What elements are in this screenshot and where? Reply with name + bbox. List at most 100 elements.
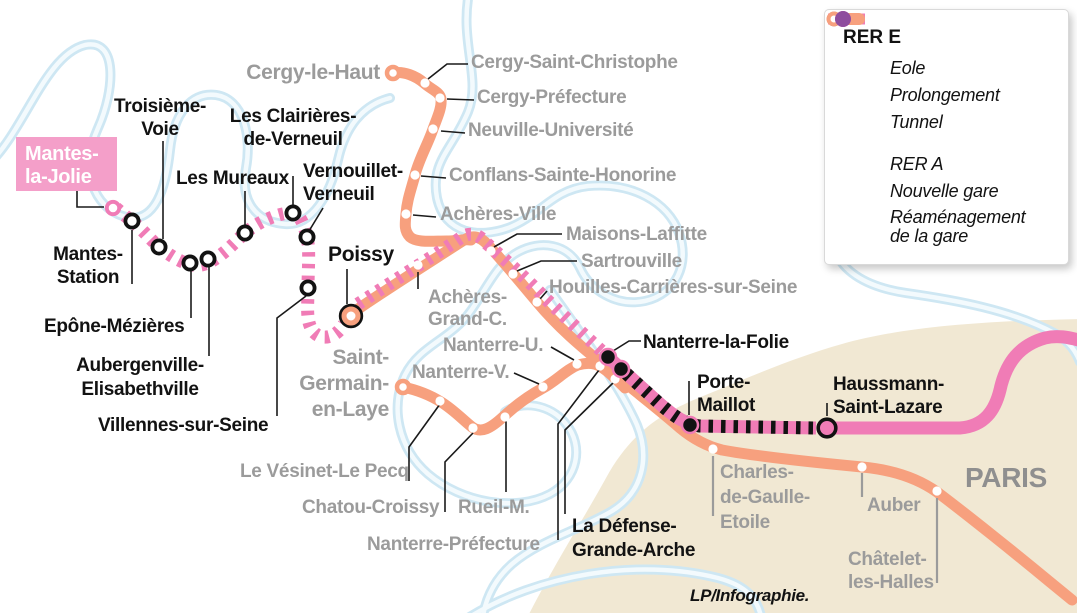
label-credit: LP/Infographie. (690, 586, 810, 605)
label-cergy-saint-christophe: Cergy-Saint-Christophe (471, 52, 678, 73)
leader-nanterre-la-folie (612, 340, 641, 352)
label-haussmann: Haussmann-Saint-Lazare (833, 374, 944, 418)
label-nanterre-u: Nanterre-U. (443, 335, 543, 356)
legend-title: RER E (843, 27, 902, 48)
station-marker-maisons-laffitte (486, 246, 496, 256)
leader-neuville (440, 130, 466, 134)
station-marker-sartrouville (508, 269, 518, 279)
label-text-chatelet: Châtelet- (848, 549, 927, 570)
label-text-porte-maillot: Maillot (697, 395, 756, 416)
label-text-rueil: Rueil-M. (458, 497, 530, 518)
leader-nanterre-v (513, 372, 540, 385)
label-text-aubergenville: Elisabethville (81, 379, 198, 400)
label-saint-germain: Saint-Germain-en-Laye (299, 346, 389, 421)
legend-item-tunnel: Tunnel (828, 13, 1068, 133)
label-nanterre-prefecture: Nanterre-Préfecture (367, 534, 540, 555)
mantes-la-jolie-box (16, 137, 117, 191)
label-text-villennes: Villennes-sur-Seine (98, 415, 268, 436)
label-text-cdg-etoile: Etoile (720, 512, 770, 533)
station-marker-villennes-sur-seine (299, 279, 317, 297)
station-marker-epone-mezieres (181, 254, 199, 272)
legend-item-rer-a: RER A (826, 11, 1068, 175)
legend-item-prolongement: Prolongement (828, 13, 1068, 106)
station-marker-chatelet-les-halles (932, 486, 942, 496)
label-auber: Auber (867, 495, 922, 516)
label-nanterre-la-folie: Nanterre-la-Folie (643, 332, 789, 353)
station-marker-mantes-la-jolie (104, 199, 122, 217)
station-marker-les-clairieres-de-verneuil (284, 204, 302, 222)
leader-lines (76, 63, 939, 583)
label-text-les-clairieres: de-Verneuil (243, 129, 342, 150)
station-marker-le-vesinet-le-pecq (435, 396, 445, 406)
label-text-conflans: Conflans-Sainte-Honorine (449, 165, 676, 186)
label-paris: PARIS (965, 462, 1047, 493)
label-cdg-etoile: Charles-de-Gaulle-Etoile (720, 462, 810, 533)
station-marker-rueil-malmaison (500, 412, 510, 422)
station-marker-nanterre-universite (572, 359, 582, 369)
legend-item-label: Prolongement (890, 85, 1000, 105)
eole-existing-line (822, 330, 1077, 435)
label-text-haussmann: Saint-Lazare (833, 397, 942, 418)
leader-vesinet (408, 403, 441, 481)
station-marker-acheres-ville (401, 209, 411, 219)
label-porte-maillot: Porte-Maillot (697, 372, 756, 416)
legend-item-label: Eole (890, 58, 926, 78)
leader-vernouillet (308, 207, 324, 232)
station-marker-les-mureaux (236, 224, 254, 242)
label-houilles: Houilles-Carrières-sur-Seine (549, 277, 798, 298)
label-text-saint-germain: Germain- (299, 372, 389, 395)
station-labels: Mantes-la-JolieMantes-StationTroisième-V… (16, 52, 1047, 605)
label-rueil: Rueil-M. (458, 497, 530, 518)
label-text-cergy-le-haut: Cergy-le-Haut (246, 61, 380, 84)
label-neuville: Neuville-Université (468, 120, 634, 141)
label-text-mantes-station: Mantes- (53, 244, 123, 265)
label-text-chatou: Chatou-Croissy (302, 497, 440, 518)
station-marker-vernouillet-verneuil (298, 228, 316, 246)
leader-chatou (444, 432, 474, 512)
label-text-la-defense: Grande-Arche (572, 540, 695, 561)
label-text-porte-maillot: Porte- (697, 372, 750, 393)
station-marker-nanterre-la-folie-b (611, 359, 631, 379)
label-text-les-clairieres: Les Clairières- (230, 106, 356, 127)
label-vesinet: Le Vésinet-Le Pecq (240, 461, 409, 482)
station-marker-cergy-le-haut (384, 64, 402, 82)
label-acheres-grand: Achères-Grand-C. (428, 287, 507, 330)
leader-mantes-la-jolie (76, 191, 104, 208)
label-text-auber: Auber (867, 495, 921, 516)
label-text-neuville: Neuville-Université (468, 120, 633, 141)
label-poissy: Poissy (328, 243, 395, 266)
label-text-vesinet: Le Vésinet-Le Pecq (240, 461, 409, 482)
label-mantes-la-jolie: Mantes-la-Jolie (16, 137, 117, 191)
station-marker-troisieme-voie (150, 238, 168, 256)
label-text-cdg-etoile: Charles- (720, 462, 794, 483)
label-text-saint-germain: Saint- (332, 346, 389, 369)
label-text-troisieme-voie: Troisième- (114, 96, 206, 117)
leader-maisons-laffitte (493, 233, 562, 248)
label-text-nanterre-prefecture: Nanterre-Préfecture (367, 534, 540, 555)
station-marker-conflans-sainte-honorine (410, 170, 420, 180)
label-text-maisons-laffitte: Maisons-Laffitte (566, 224, 707, 245)
label-text-haussmann: Haussmann- (833, 374, 944, 395)
legend-item-label: RER A (890, 154, 944, 174)
label-text-acheres-ville: Achères-Ville (440, 204, 556, 225)
label-sartrouville: Sartrouville (581, 251, 682, 272)
station-marker-charles-de-gaulle-etoile (708, 444, 718, 454)
label-vernouillet: Vernouillet-Verneuil (303, 161, 403, 205)
label-text-les-mureaux: Les Mureaux (176, 168, 290, 189)
eole-prolongement-corridor (354, 227, 611, 360)
label-maisons-laffitte: Maisons-Laffitte (566, 224, 707, 245)
label-text-vernouillet: Verneuil (303, 184, 375, 205)
label-chatelet: Châtelet-les-Halles (848, 549, 934, 593)
label-text-mantes-la-jolie: la-Jolie (25, 166, 92, 188)
label-epone-mezieres: Epône-Mézières (44, 316, 185, 337)
station-marker-auber (857, 462, 867, 472)
label-text-mantes-la-jolie: Mantes- (25, 143, 98, 165)
label-text-poissy: Poissy (328, 243, 395, 266)
station-markers (104, 64, 942, 496)
legend-item-nouvelle-gare: Nouvelle gare (835, 11, 1068, 202)
label-les-mureaux: Les Mureaux (176, 168, 290, 189)
